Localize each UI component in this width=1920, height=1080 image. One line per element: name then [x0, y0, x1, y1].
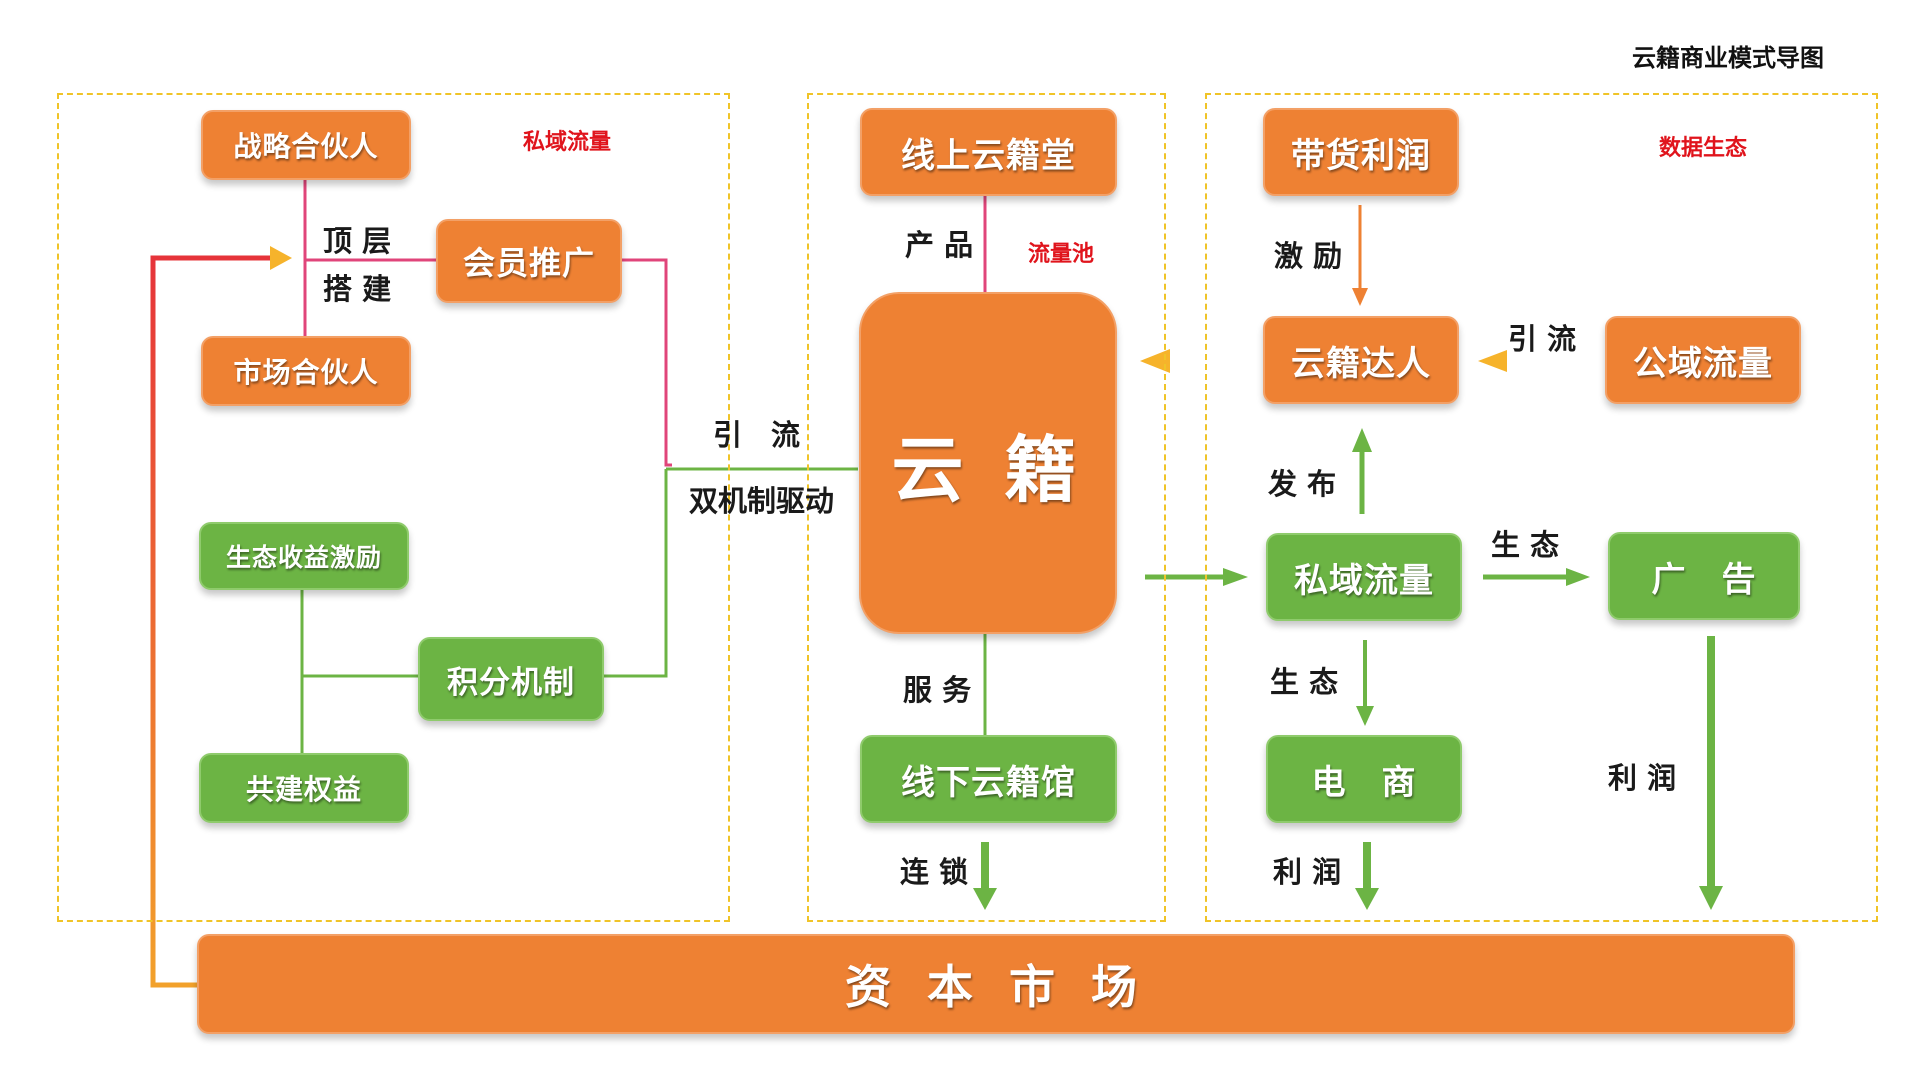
section-label-traffic-pool: 流量池: [1028, 242, 1095, 267]
ad-profit-arrowhead: [1699, 886, 1723, 910]
top-build-label-2: 搭 建: [323, 272, 392, 306]
private-traffic-box[interactable]: 私域流量: [1266, 533, 1462, 621]
capital-market-box[interactable]: 资 本 市 场: [197, 934, 1795, 1034]
zone-private-domain: [57, 93, 730, 922]
advertising-box[interactable]: 广 告: [1608, 532, 1800, 620]
ecommerce-profit-label: 利 润: [1273, 855, 1342, 889]
member-promotion-box[interactable]: 会员推广: [436, 219, 622, 303]
strategic-partner-box[interactable]: 战略合伙人: [201, 110, 411, 180]
bridge-divert-label: 引 流: [713, 418, 801, 452]
chain-label: 连 锁: [900, 855, 969, 889]
online-hall-box[interactable]: 线上云籍堂: [860, 108, 1117, 196]
expert-divert-label: 引 流: [1508, 322, 1577, 356]
private-to-ecommerce-eco-label: 生 态: [1270, 665, 1339, 699]
capital-loop-arrowhead: [270, 246, 292, 270]
points-mechanism-box[interactable]: 积分机制: [418, 637, 604, 721]
service-label: 服 务: [903, 673, 972, 707]
publish-label: 发 布: [1268, 467, 1337, 501]
ecommerce-profit-arrowhead: [1355, 888, 1379, 910]
page-title: 云籍商业模式导图: [1632, 44, 1824, 72]
expert-to-yunji-arrowhead: [1140, 349, 1170, 373]
ecommerce-box[interactable]: 电 商: [1266, 735, 1462, 823]
zone-traffic-pool: [807, 93, 1166, 922]
bridge-dual-mechanism-label: 双机制驱动: [689, 484, 835, 518]
public-to-expert-arrowhead: [1478, 350, 1507, 372]
zone-data-ecosystem: [1205, 93, 1878, 922]
publish-arrowhead: [1352, 428, 1372, 452]
yunji-core-box[interactable]: 云 籍: [859, 292, 1117, 634]
market-partner-box[interactable]: 市场合伙人: [201, 336, 411, 406]
capital-loop-line: [150, 255, 270, 988]
private-to-ad-eco-label: 生 态: [1491, 528, 1560, 562]
yunji-to-private-arrowhead: [1223, 568, 1248, 586]
top-build-label-1: 顶 层: [323, 224, 392, 258]
public-traffic-box[interactable]: 公域流量: [1605, 316, 1801, 404]
profit-to-expert-arrowhead: [1352, 288, 1368, 306]
offline-hall-box[interactable]: 线下云籍馆: [860, 735, 1117, 823]
section-label-data-ecosystem: 数据生态: [1659, 136, 1748, 161]
private-to-ad-arrowhead: [1566, 568, 1590, 586]
ad-profit-label: 利 润: [1608, 761, 1677, 795]
eco-income-box[interactable]: 生态收益激励: [199, 522, 409, 590]
sales-profit-box[interactable]: 带货利润: [1263, 108, 1459, 196]
section-label-private-domain: 私域流量: [523, 130, 612, 155]
points-to-bridge-line: [602, 469, 668, 678]
co-build-rights-box[interactable]: 共建权益: [199, 753, 409, 823]
product-label: 产 品: [905, 228, 974, 262]
chain-arrowhead: [973, 888, 997, 910]
yunji-expert-box[interactable]: 云籍达人: [1263, 316, 1459, 404]
eco-down-arrowhead: [1356, 706, 1374, 726]
incentive-label: 激 励: [1274, 239, 1343, 273]
